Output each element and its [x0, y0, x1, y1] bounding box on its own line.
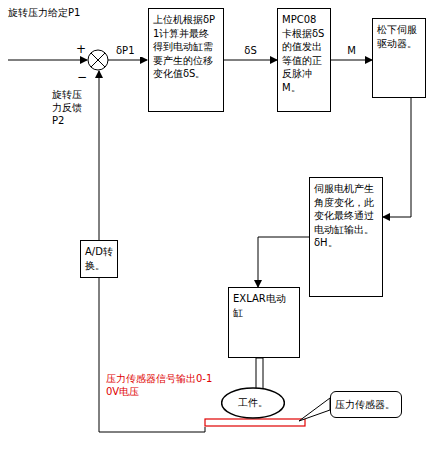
node-text: 松下伺服驱动器。 [377, 23, 421, 50]
feedback-label: 旋转压力反馈P2 [52, 88, 88, 127]
input-label: 旋转压力给定P1 [8, 6, 86, 19]
signal-arrow [383, 98, 411, 217]
workpiece-ellipse: 工件。 [221, 387, 285, 419]
process-box: 伺服电机产生角度变化，此变化最终通过电动缸输出。δH。 [309, 177, 383, 297]
process-box: MPC08卡根据δS的值发出等值的正反脉冲M。 [277, 8, 331, 112]
node-text: MPC08卡根据δS的值发出等值的正反脉冲M。 [282, 13, 326, 94]
converter-box: A/D转换。 [80, 240, 118, 278]
pressure-sensor-bar [205, 419, 305, 426]
node-text: EXLAR电动缸 [233, 292, 295, 319]
callout-pointer [299, 398, 330, 421]
feedback-line [99, 71, 100, 240]
sensor-signal-wire [99, 278, 205, 432]
sign-label: − [77, 70, 87, 86]
signal-arrow [258, 237, 309, 287]
piston-rod [256, 358, 263, 390]
callout-box: 压力传感器。 [330, 391, 402, 418]
signal-arrow [224, 60, 277, 61]
actuator-box: EXLAR电动缸 [228, 287, 300, 358]
node-text: 伺服电机产生角度变化，此变化最终通过电动缸输出。δH。 [314, 182, 378, 250]
node-text: 上位机根据δP1计算并最终得到电动缸需要产生的位移变化值δS。 [153, 13, 219, 81]
driver-box: 松下伺服驱动器。 [372, 18, 426, 98]
signal-label: δS [243, 45, 257, 57]
summing-junction [88, 50, 108, 70]
node-text: 压力传感器。 [335, 398, 395, 412]
signal-label: M [346, 45, 357, 57]
node-text: A/D转换。 [85, 245, 113, 272]
error-line [108, 60, 147, 61]
signal-label: δP1 [116, 44, 144, 57]
node-text: 工件。 [238, 396, 268, 410]
sign-label: + [76, 42, 86, 58]
setpoint-line [8, 60, 87, 61]
signal-note: 压力传感器信号输出0-10V电压 [106, 372, 218, 398]
process-box: 上位机根据δP1计算并最终得到电动缸需要产生的位移变化值δS。 [148, 8, 224, 112]
signal-arrow [331, 60, 372, 61]
